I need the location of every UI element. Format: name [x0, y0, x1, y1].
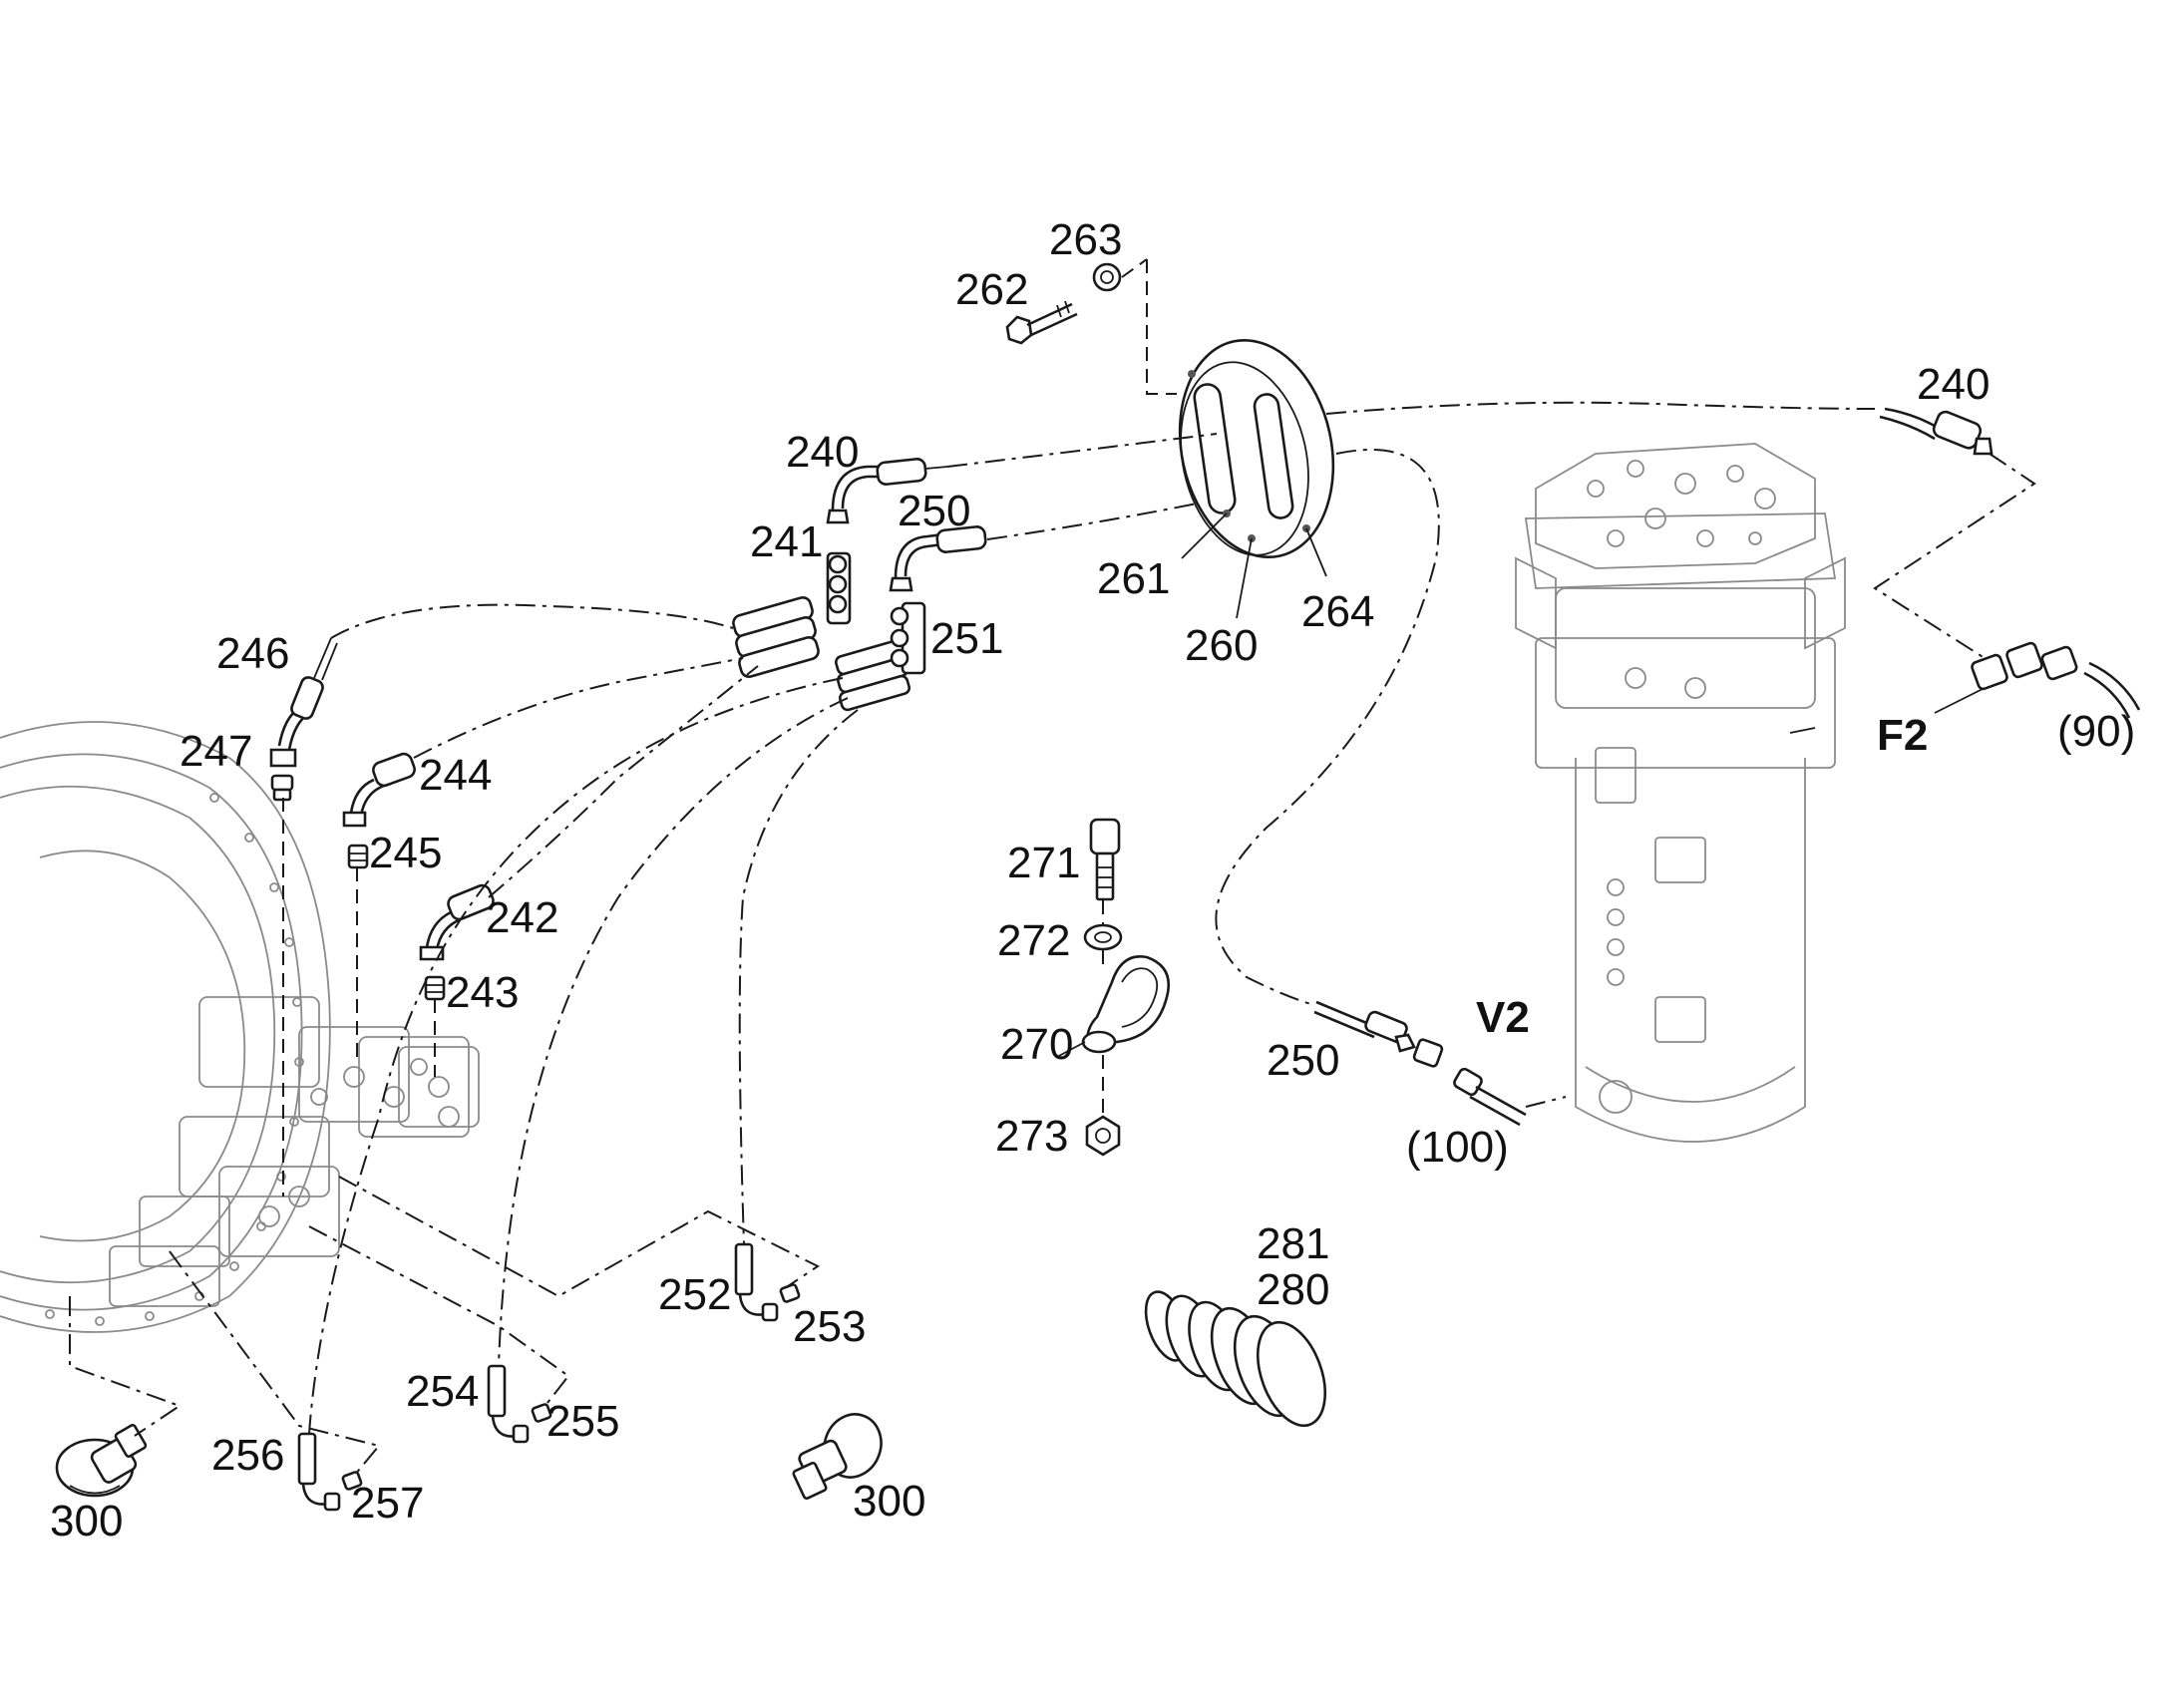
label-v2: V2 — [1476, 993, 1530, 1042]
hose-244 — [342, 752, 416, 828]
label-250-right: 250 — [1267, 1036, 1339, 1085]
label-273: 273 — [995, 1112, 1068, 1161]
connector-f2 — [1971, 641, 2141, 719]
label-254: 254 — [406, 1367, 479, 1416]
label-300-left: 300 — [50, 1497, 123, 1545]
hose-250-right — [1313, 1000, 1416, 1053]
clamp-241-cluster — [732, 551, 852, 679]
fitting-243 — [424, 975, 446, 1001]
label-256: 256 — [211, 1431, 284, 1480]
label-252: 252 — [658, 1270, 731, 1319]
label-250-center: 250 — [898, 487, 970, 535]
label-243: 243 — [446, 968, 519, 1017]
label-257: 257 — [351, 1479, 424, 1528]
label-261: 261 — [1097, 554, 1170, 603]
hose-242 — [419, 883, 495, 961]
leader-lines — [69, 258, 2036, 1477]
label-246: 246 — [216, 629, 289, 678]
callout-pointers — [1056, 512, 1986, 1058]
screw-271 — [1089, 818, 1121, 901]
cover-plate-260 — [1178, 338, 1335, 559]
elbow-fitting-300-center — [792, 1413, 883, 1500]
label-100: (100) — [1406, 1123, 1509, 1172]
elbow-fitting-300-left — [55, 1424, 148, 1498]
label-262: 262 — [955, 265, 1028, 314]
callout-labels: 240 240 241 242 243 244 245 246 247 250 … — [50, 215, 2135, 1545]
connector-v2 — [1412, 1038, 1527, 1127]
label-255: 255 — [546, 1397, 619, 1446]
fitting-247 — [270, 774, 294, 802]
label-245: 245 — [369, 829, 442, 877]
label-253: 253 — [793, 1302, 866, 1351]
bolt-262 — [1005, 300, 1078, 345]
clamp-251-cluster — [834, 601, 926, 712]
label-300-center: 300 — [853, 1477, 925, 1526]
label-251: 251 — [930, 614, 1003, 663]
label-264: 264 — [1301, 587, 1374, 636]
fitting-255 — [531, 1403, 552, 1423]
washer-263 — [1092, 262, 1122, 292]
spiral-guard-280 — [1144, 1290, 1327, 1428]
hose-240-center — [826, 458, 948, 524]
nut-273 — [1085, 1115, 1121, 1157]
hose-250-center — [889, 525, 987, 592]
washer-272 — [1083, 923, 1123, 951]
fitting-245 — [347, 844, 369, 869]
elbow-252 — [734, 1242, 779, 1322]
label-271: 271 — [1007, 839, 1080, 887]
swivel-joint-drawing — [1515, 443, 1846, 1143]
fitting-253 — [779, 1283, 801, 1303]
label-247: 247 — [180, 727, 252, 776]
label-f2: F2 — [1877, 711, 1928, 760]
label-263: 263 — [1049, 215, 1122, 264]
hose-246 — [269, 637, 338, 768]
label-280: 280 — [1257, 1265, 1329, 1314]
elbow-256 — [297, 1432, 341, 1512]
label-241: 241 — [750, 517, 823, 566]
hose-240-right — [1879, 407, 1994, 456]
label-240-right: 240 — [1917, 360, 1990, 409]
label-270: 270 — [1000, 1020, 1073, 1069]
label-272: 272 — [997, 916, 1070, 965]
label-244: 244 — [419, 751, 492, 800]
clamp-270 — [1081, 955, 1171, 1054]
label-260: 260 — [1185, 621, 1258, 670]
label-281: 281 — [1257, 1219, 1329, 1268]
label-90: (90) — [2057, 707, 2135, 756]
elbow-254 — [487, 1364, 530, 1444]
travel-motor-drawing — [0, 721, 480, 1333]
label-242: 242 — [486, 893, 558, 942]
label-240-center: 240 — [786, 428, 859, 477]
fitting-257 — [341, 1471, 363, 1491]
